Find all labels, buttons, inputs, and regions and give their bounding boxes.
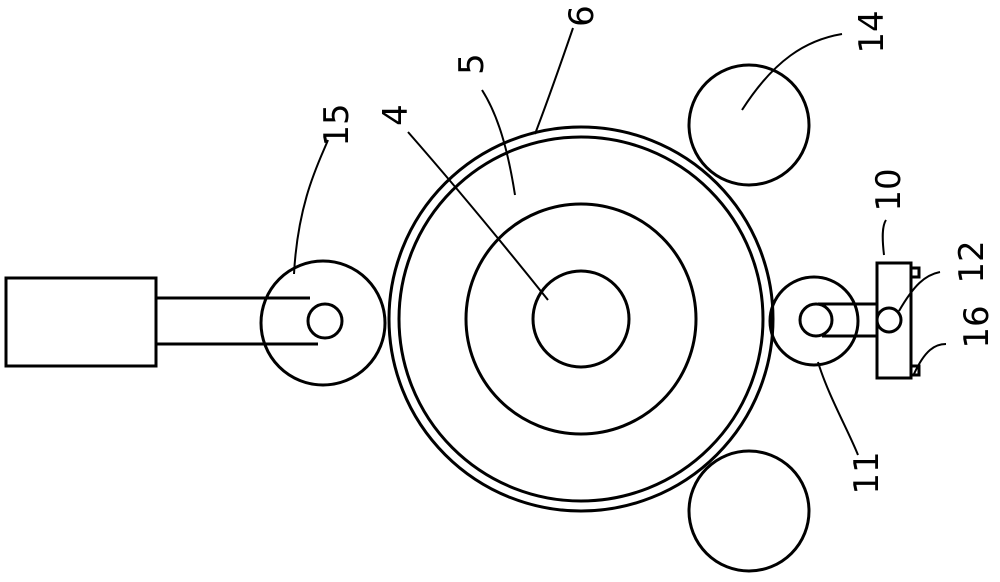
label-14: 14 (852, 10, 892, 53)
roller-11 (770, 277, 858, 365)
leader-14 (742, 34, 842, 110)
roller-11-axle (800, 304, 832, 336)
label-16: 16 (957, 305, 997, 348)
roller-14 (689, 65, 809, 185)
label-11: 11 (847, 451, 887, 494)
drum-center-4 (533, 271, 629, 367)
drum-outer-6 (389, 127, 773, 511)
leader-6 (535, 28, 573, 134)
drum-inner-ring (466, 204, 696, 434)
drum-ring-5 (399, 137, 763, 501)
piston-rod (156, 298, 318, 344)
bracket-tab-top (911, 268, 919, 277)
leader-11 (818, 362, 858, 455)
bracket-10 (877, 263, 911, 378)
cylinder-body (6, 278, 156, 366)
label-5: 5 (452, 53, 492, 75)
roller-bottom (689, 451, 809, 571)
label-10: 10 (869, 168, 909, 211)
label-4: 4 (376, 104, 416, 126)
roller-15-axle (308, 304, 342, 338)
roller-15 (261, 261, 385, 385)
leader-10 (883, 220, 886, 255)
pivot-12 (877, 308, 901, 332)
label-12: 12 (952, 240, 992, 283)
label-6: 6 (562, 5, 602, 27)
leader-15 (294, 140, 328, 274)
label-15: 15 (317, 103, 357, 146)
leader-5 (482, 90, 515, 195)
